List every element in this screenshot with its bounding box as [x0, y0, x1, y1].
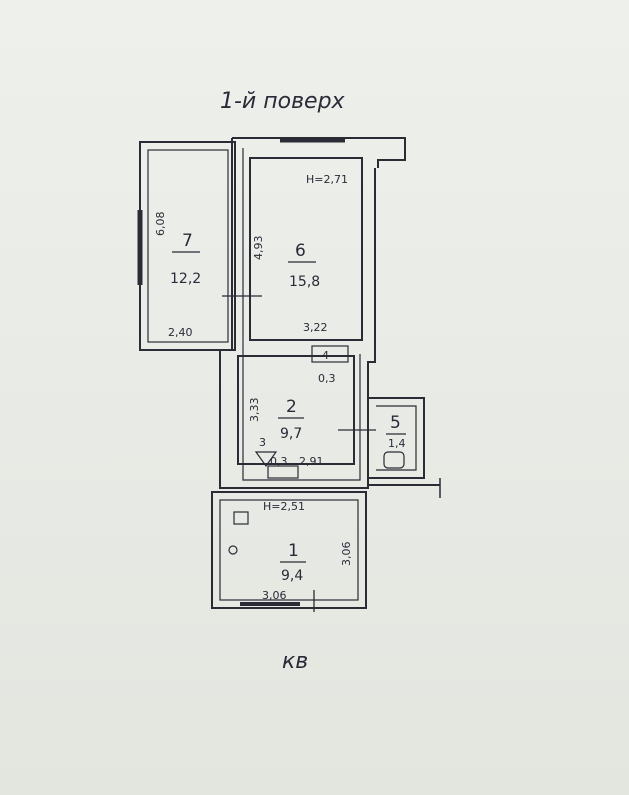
room-5: 5 1,4 [338, 397, 441, 498]
room-1-number: 1 [288, 541, 299, 561]
plan-footer-label: кв [282, 649, 308, 674]
apartment-walls [219, 137, 406, 489]
room-1-width: 3,06 [262, 589, 287, 602]
room-3: 3 0,3 2,91 [254, 436, 324, 479]
room-2-number: 2 [286, 397, 297, 417]
room-7-number: 7 [182, 231, 193, 251]
room-6: Н=2,71 6 15,8 4,93 3,22 [222, 157, 363, 341]
room-7-width: 2,40 [168, 326, 193, 339]
room-2-area: 9,7 [280, 426, 302, 442]
room-3-fixture [254, 451, 278, 468]
room-2: 2 9,7 3,33 [237, 355, 355, 465]
room-4-area: 0,3 [318, 372, 336, 385]
room-4: 4 0,3 [311, 345, 349, 385]
plan-title: 1-й поверх [220, 89, 346, 114]
room-6-area: 15,8 [289, 274, 320, 290]
room-5-number: 5 [390, 413, 401, 433]
room-1-length: 3,06 [340, 542, 353, 567]
room-1-area: 9,4 [281, 568, 303, 584]
room-3-area: 0,3 [270, 455, 288, 468]
room-5-area: 1,4 [388, 437, 406, 450]
toilet-fixture [383, 451, 405, 469]
room-3-number: 3 [259, 436, 266, 449]
stove-fixture [233, 511, 249, 525]
room-7-length: 6,08 [154, 212, 167, 237]
room-6-width: 3,22 [303, 321, 328, 334]
room-7: 7 12,2 6,08 2,40 [137, 141, 236, 351]
room-2-length: 3,33 [248, 398, 261, 423]
room-6-height: Н=2,71 [306, 173, 348, 186]
room-3-width: 2,91 [299, 455, 324, 468]
room-6-length: 4,93 [252, 236, 265, 261]
radiator-fixture [228, 545, 238, 555]
room-1-height: Н=2,51 [263, 500, 305, 513]
room-7-area: 12,2 [170, 271, 201, 287]
room-6-number: 6 [295, 241, 306, 261]
room-1: Н=2,51 1 9,4 3,06 3,06 [211, 491, 367, 612]
